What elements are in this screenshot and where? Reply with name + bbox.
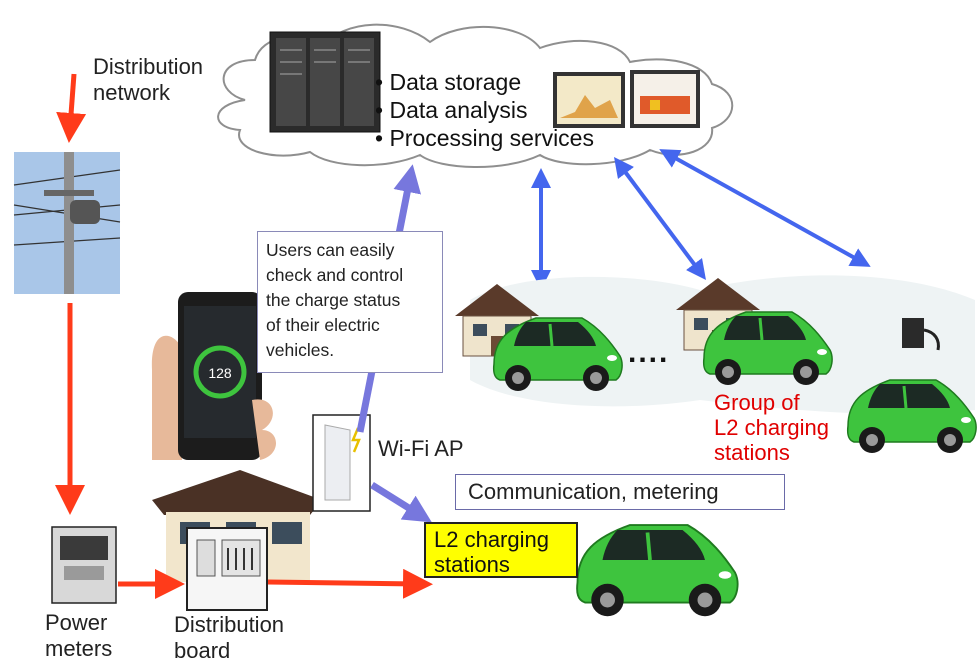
power-flow-arrows: [55, 73, 433, 599]
label-line: meters: [45, 636, 113, 661]
label-line: L2 charging: [714, 415, 829, 440]
distribution-board-icon: [186, 527, 268, 611]
note-line: the charge status: [266, 290, 401, 310]
label-line: L2 charging: [434, 527, 549, 552]
phone-readout: 128: [208, 365, 232, 381]
label-line: Distribution: [93, 54, 204, 79]
label-line: Power: [45, 610, 108, 635]
label-line: stations: [434, 552, 510, 577]
power-meters-label: Power meters: [45, 610, 112, 662]
note-line: Users can easily: [266, 240, 395, 260]
group-stations-label: Group of L2 charging stations: [714, 390, 829, 465]
note-line: of their electric: [266, 315, 380, 335]
communication-box: Communication, metering: [455, 474, 785, 510]
label-line: network: [93, 80, 171, 105]
cloud-link-arrows: [531, 149, 871, 290]
smartphone-icon: 128: [151, 292, 276, 460]
cloud-item: Data analysis: [375, 96, 594, 124]
cloud-item: Data storage: [375, 68, 594, 96]
label-line: stations: [714, 440, 790, 465]
l2-charging-label: L2 charging stations: [424, 522, 578, 578]
ev-car-icon: [575, 523, 740, 619]
label-line: board: [174, 638, 231, 663]
distribution-network-label: Distribution network: [93, 54, 203, 106]
charger-unit-icon: [902, 318, 940, 351]
users-note-box: Users can easily check and control the c…: [257, 231, 443, 373]
note-line: vehicles.: [266, 340, 335, 360]
label-line: Distribution: [174, 612, 285, 637]
ellipsis: ....: [628, 336, 670, 369]
power-meter-icon: [51, 526, 117, 604]
server-rack-icon: [269, 31, 381, 133]
utility-pole-icon: [13, 152, 121, 294]
cloud-item: Processing services: [375, 124, 594, 152]
cloud-services-list: Data storage Data analysis Processing se…: [375, 68, 594, 152]
label-line: Group of: [714, 390, 800, 415]
note-line: check and control: [266, 265, 404, 285]
distribution-board-label: Distribution board: [174, 612, 284, 664]
wifi-ap-label: Wi-Fi AP: [378, 436, 464, 461]
